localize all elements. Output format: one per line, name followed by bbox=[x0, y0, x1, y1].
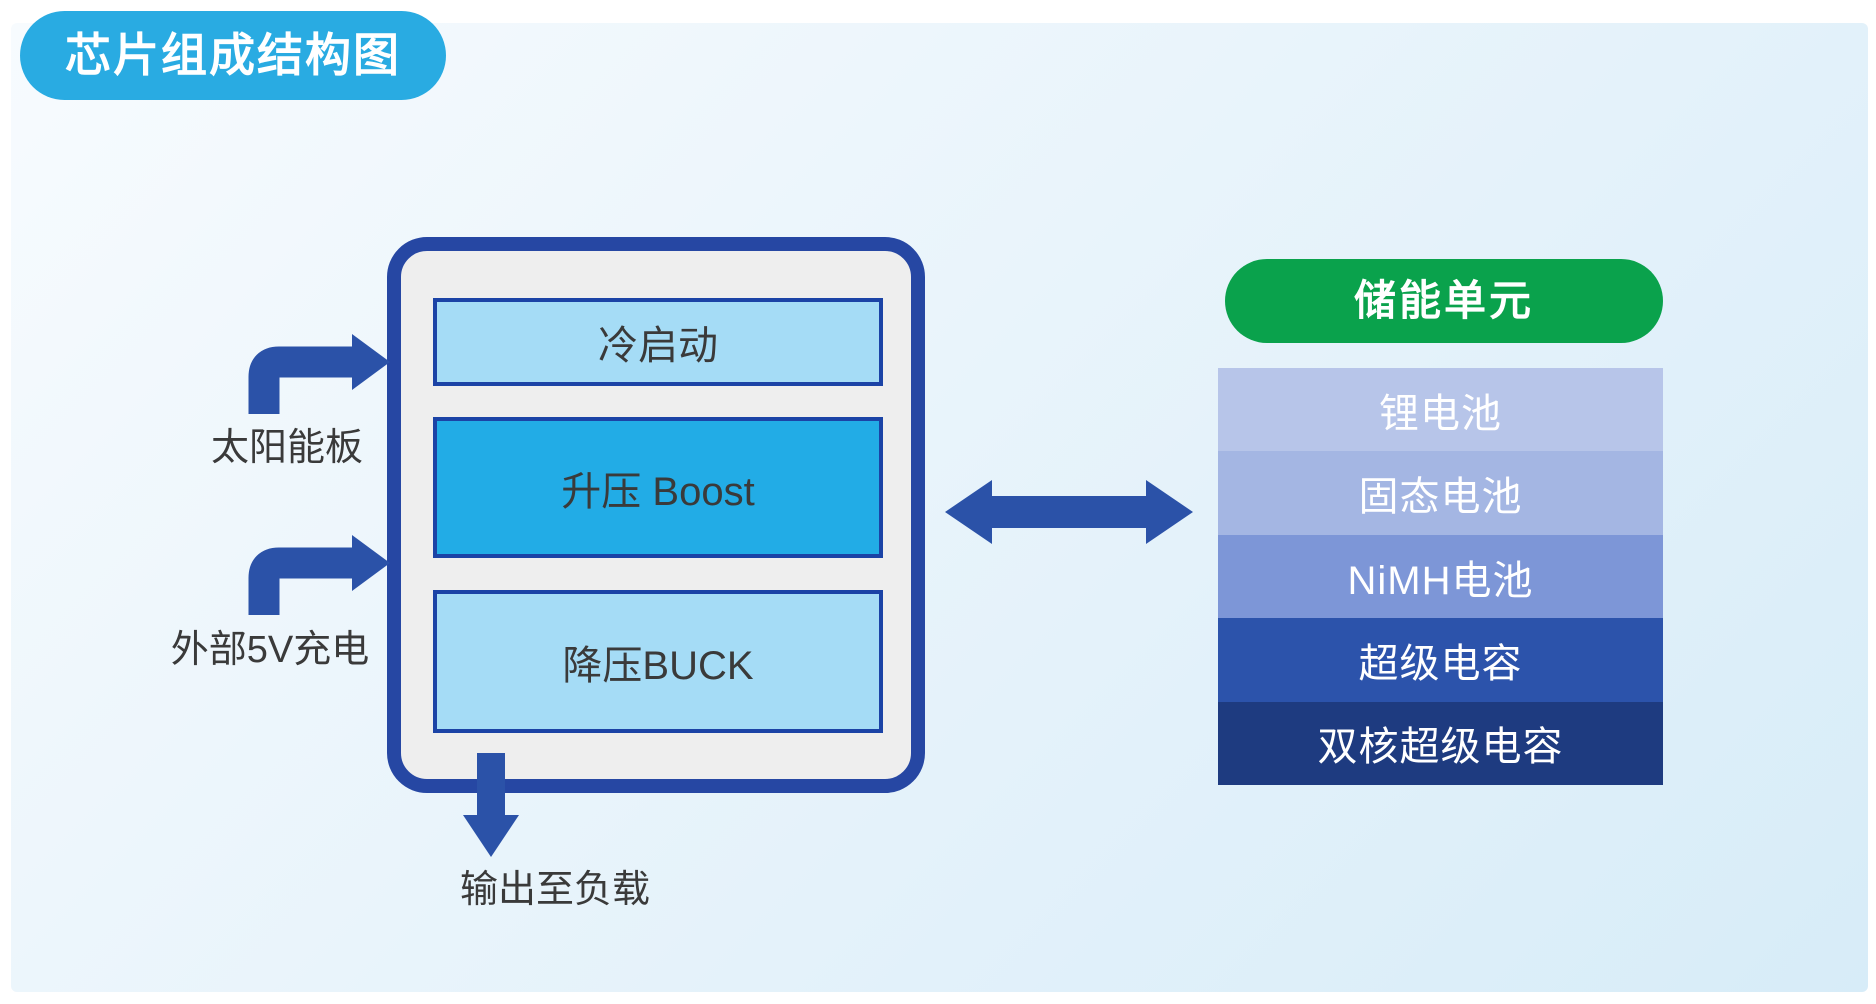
storage-row-supercapacitor: 超级电容 bbox=[1218, 618, 1663, 702]
diagram-title-badge: 芯片组成结构图 bbox=[20, 11, 446, 100]
storage-row-nimh-battery: NiMH电池 bbox=[1218, 534, 1663, 619]
storage-row-dual-core-supercapacitor: 双核超级电容 bbox=[1218, 701, 1663, 786]
solar-input-arrow-icon bbox=[248, 334, 390, 414]
chip-storage-double-arrow-icon bbox=[945, 480, 1193, 544]
storage-stack: 锂电池 固态电池 NiMH电池 超级电容 双核超级电容 bbox=[1218, 368, 1663, 786]
storage-row-solid-state-battery: 固态电池 bbox=[1218, 451, 1663, 535]
external-5v-label: 外部5V充电 bbox=[170, 629, 370, 671]
chip-block-cold-start: 冷启动 bbox=[433, 298, 883, 386]
chip-block-buck: 降压BUCK bbox=[433, 590, 883, 733]
storage-unit-badge: 储能单元 bbox=[1225, 259, 1663, 343]
output-to-load-label: 输出至负载 bbox=[459, 869, 650, 911]
solar-panel-label: 太阳能板 bbox=[210, 427, 363, 469]
external-5v-input-arrow-icon bbox=[248, 535, 390, 615]
storage-row-li-battery: 锂电池 bbox=[1218, 368, 1663, 452]
chip-block-boost: 升压 Boost bbox=[433, 417, 883, 558]
output-arrow-icon bbox=[463, 753, 519, 857]
